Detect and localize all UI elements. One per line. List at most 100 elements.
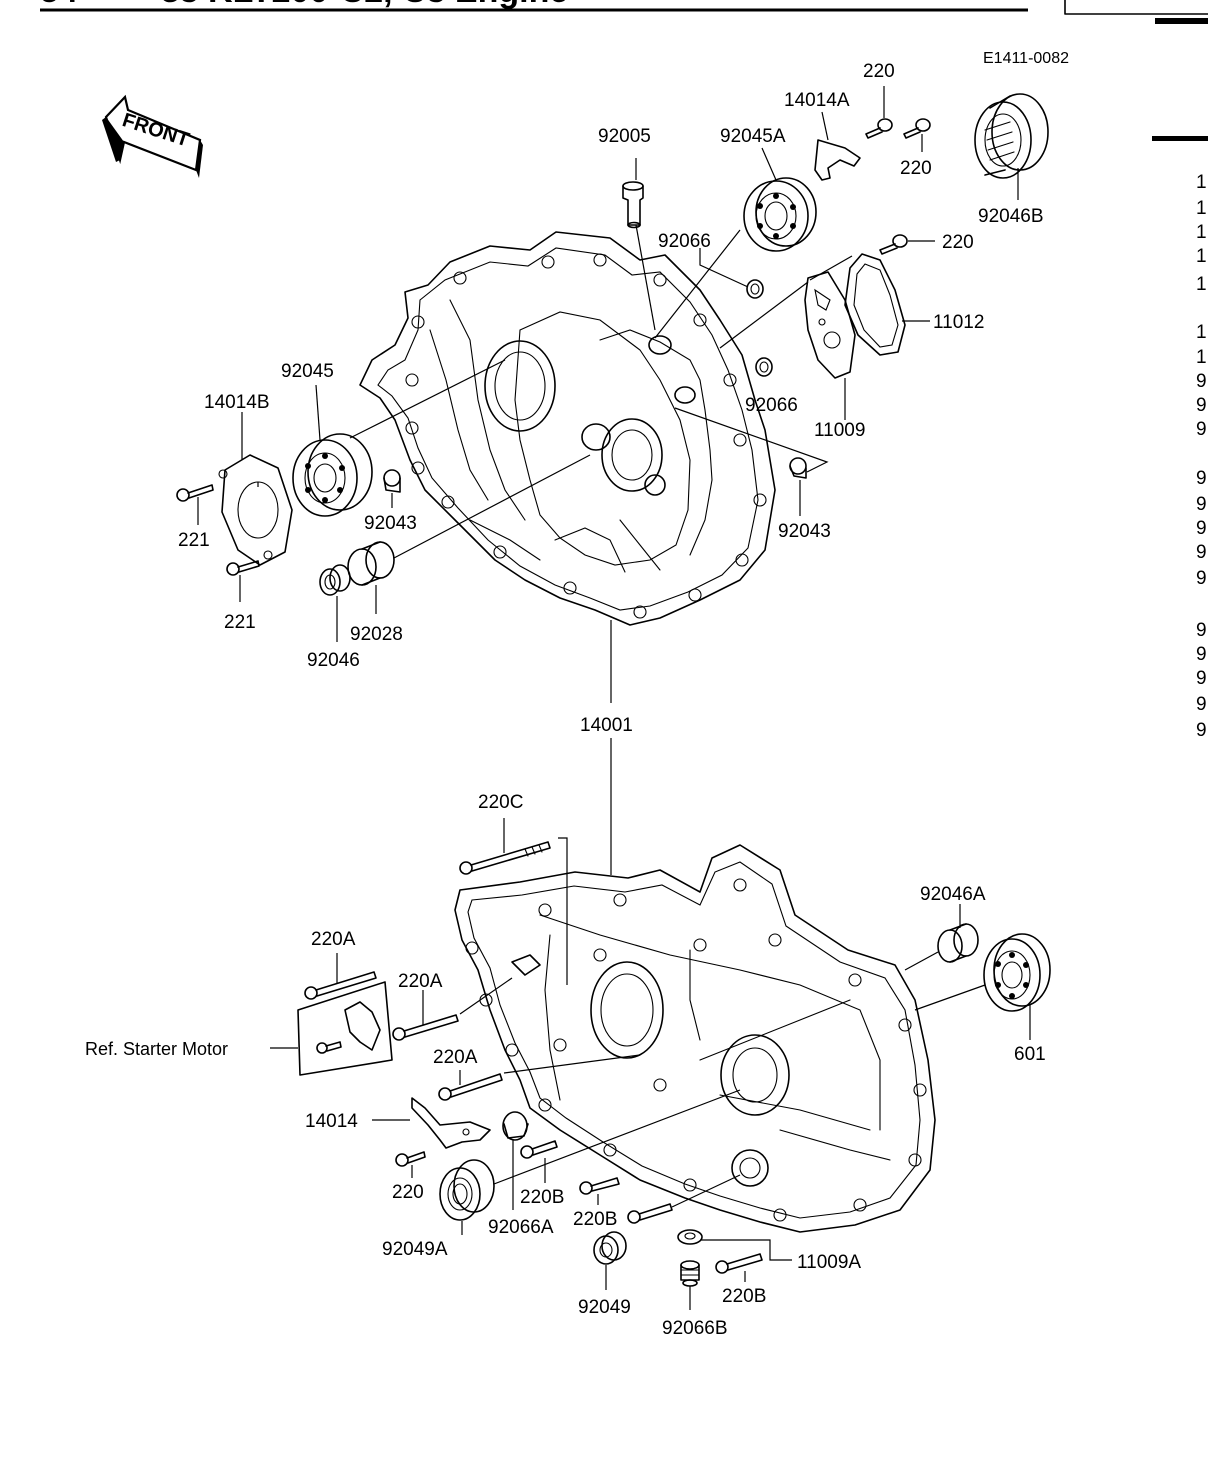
label-92043-left: 92043 (364, 513, 417, 534)
oil-seal-92049A (439, 1159, 495, 1221)
label-14001: 14001 (580, 715, 633, 736)
margin-digit: 9 (1196, 620, 1207, 641)
label-92066B: 92066B (662, 1318, 728, 1339)
label-92066-top: 92066 (658, 231, 711, 252)
label-220B-2: 220B (573, 1209, 617, 1230)
margin-digit: 9 (1196, 668, 1207, 689)
label-11009A: 11009A (797, 1252, 861, 1273)
margin-digit: 9 (1196, 395, 1207, 416)
label-92046A: 92046A (920, 884, 986, 905)
screw-221-b (226, 560, 260, 576)
label-14014A: 14014A (784, 90, 850, 111)
bolt-220B-2 (579, 1177, 620, 1195)
gasket-11009 (804, 271, 856, 379)
washer-92066-top (746, 279, 764, 299)
margin-digit: 9 (1196, 518, 1207, 539)
bolt-220A-3 (438, 1073, 503, 1101)
label-220A-1: 220A (311, 929, 356, 950)
margin-digit: 1 (1196, 222, 1207, 243)
dowel-92043-left (383, 469, 401, 493)
bracket-14014A (814, 139, 861, 181)
parts-lower (270, 818, 1051, 1310)
dowel-92043-right (789, 457, 807, 479)
ball-bearing-601 (983, 933, 1051, 1012)
margin-digit: 9 (1196, 720, 1207, 741)
page-title: - 83 KLT200-C2, C3 Engine (140, 0, 568, 10)
screw-221-a (176, 484, 214, 502)
screw-220-bottom (395, 1151, 426, 1167)
cover-11012 (844, 253, 906, 356)
bolt-220C (459, 841, 551, 875)
label-220-top2: 220 (900, 158, 932, 179)
plate-14014B (218, 454, 293, 566)
margin-digit: 9 (1196, 419, 1207, 440)
margin-digit: 1 (1196, 172, 1207, 193)
label-92046: 92046 (307, 650, 360, 671)
page-header: 54 - 83 KLT200-C2, C3 Engine E1411-0082 (40, 0, 1208, 141)
bracket-14014 (411, 1097, 491, 1149)
plug-92066A (502, 1111, 529, 1141)
label-92049: 92049 (578, 1297, 631, 1318)
plug-92066B (680, 1260, 700, 1287)
bolt-220B-3 (627, 1203, 673, 1224)
label-220-right: 220 (942, 232, 974, 253)
label-220-top: 220 (863, 61, 895, 82)
margin-digit: 1 (1196, 347, 1207, 368)
margin-digit: 1 (1196, 274, 1207, 295)
bolt-220A-1 (304, 971, 377, 1000)
margin-digit: 1 (1196, 246, 1207, 267)
bushing-92028 (347, 541, 395, 586)
margin-digit: 1 (1196, 198, 1207, 219)
upper-crankcase-half (359, 231, 776, 626)
lower-crankcase-half (454, 844, 936, 1233)
screw-220-right (879, 234, 908, 255)
label-220A-2: 220A (398, 971, 443, 992)
bolt-220B-4 (715, 1253, 763, 1274)
bolt-220A-2 (392, 1014, 459, 1041)
label-11012: 11012 (933, 312, 984, 333)
bearing-92045 (292, 433, 373, 517)
seal-92049 (593, 1231, 627, 1265)
label-601: 601 (1014, 1044, 1046, 1065)
part-labels: 92005 92045A 14014A 220 220 92046B 92066… (85, 61, 1046, 1339)
label-220A-3: 220A (433, 1047, 478, 1068)
parts-upper (176, 86, 1049, 875)
label-220-bottom: 220 (392, 1182, 424, 1203)
screw-220-top-b (903, 118, 931, 139)
margin-digit: 9 (1196, 371, 1207, 392)
label-14014B: 14014B (204, 392, 270, 413)
drawing-code: E1411-0082 (983, 50, 1069, 67)
label-11009: 11009 (814, 420, 865, 441)
label-14014: 14014 (305, 1111, 358, 1132)
label-92066A: 92066A (488, 1217, 554, 1238)
label-220B-3: 220B (722, 1286, 766, 1307)
label-ref-starter-motor: Ref. Starter Motor (85, 1039, 228, 1059)
label-92049A: 92049A (382, 1239, 448, 1260)
label-220C: 220C (478, 792, 523, 813)
screw-220-top-a (865, 118, 893, 139)
margin-digit: 9 (1196, 644, 1207, 665)
washer-92066-mid (755, 357, 773, 377)
front-arrow-icon: FRONT (102, 94, 203, 178)
label-92045A: 92045A (720, 126, 786, 147)
label-92005: 92005 (598, 126, 651, 147)
bolt-220B-1 (520, 1140, 558, 1159)
parts-list-margin: 1 1 1 1 1 1 1 9 9 9 9 9 9 9 9 9 9 9 9 9 (1196, 172, 1207, 741)
label-92028: 92028 (350, 624, 403, 645)
margin-digit: 9 (1196, 494, 1207, 515)
margin-digit: 9 (1196, 694, 1207, 715)
margin-digit: 9 (1196, 568, 1207, 589)
washer-11009A (677, 1229, 703, 1245)
page-number: 54 (40, 0, 78, 10)
starter-motor-reference-box (297, 981, 393, 1076)
margin-digit: 9 (1196, 468, 1207, 489)
margin-digit: 1 (1196, 322, 1207, 343)
label-92045: 92045 (281, 361, 334, 382)
label-92046B: 92046B (978, 206, 1044, 227)
label-92066-mid: 92066 (745, 395, 798, 416)
label-221-b: 221 (224, 612, 256, 633)
bearing-92045A (743, 177, 817, 252)
plug-92005 (622, 181, 644, 229)
margin-digit: 9 (1196, 542, 1207, 563)
